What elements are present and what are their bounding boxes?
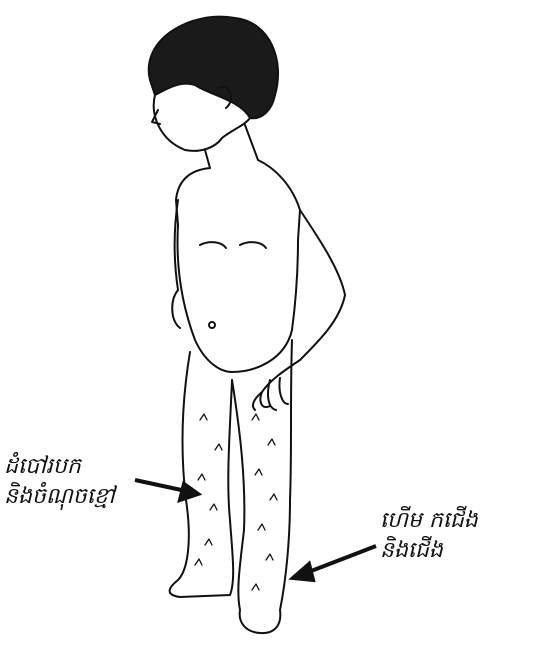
torso	[176, 160, 300, 372]
leg-right	[232, 340, 292, 633]
skin-lesions	[195, 414, 277, 590]
hair	[149, 17, 278, 119]
arrow-right	[293, 546, 376, 580]
chest	[200, 242, 266, 248]
lesion-label: ដំបៅរបក និងចំណុចខ្មៅ	[4, 452, 115, 512]
arrow-left	[135, 480, 198, 500]
lesion-label-line1: ដំបៅរបក	[4, 452, 115, 482]
swelling-label-line1: ហើម កជើង	[380, 506, 478, 536]
lesion-label-line2: និងចំណុចខ្មៅ	[4, 482, 115, 512]
swelling-label: ហើម កជើង និងជើង	[380, 506, 478, 566]
swelling-label-line2: និងជើង	[380, 536, 478, 566]
arm-right	[260, 210, 345, 407]
navel	[209, 322, 215, 328]
